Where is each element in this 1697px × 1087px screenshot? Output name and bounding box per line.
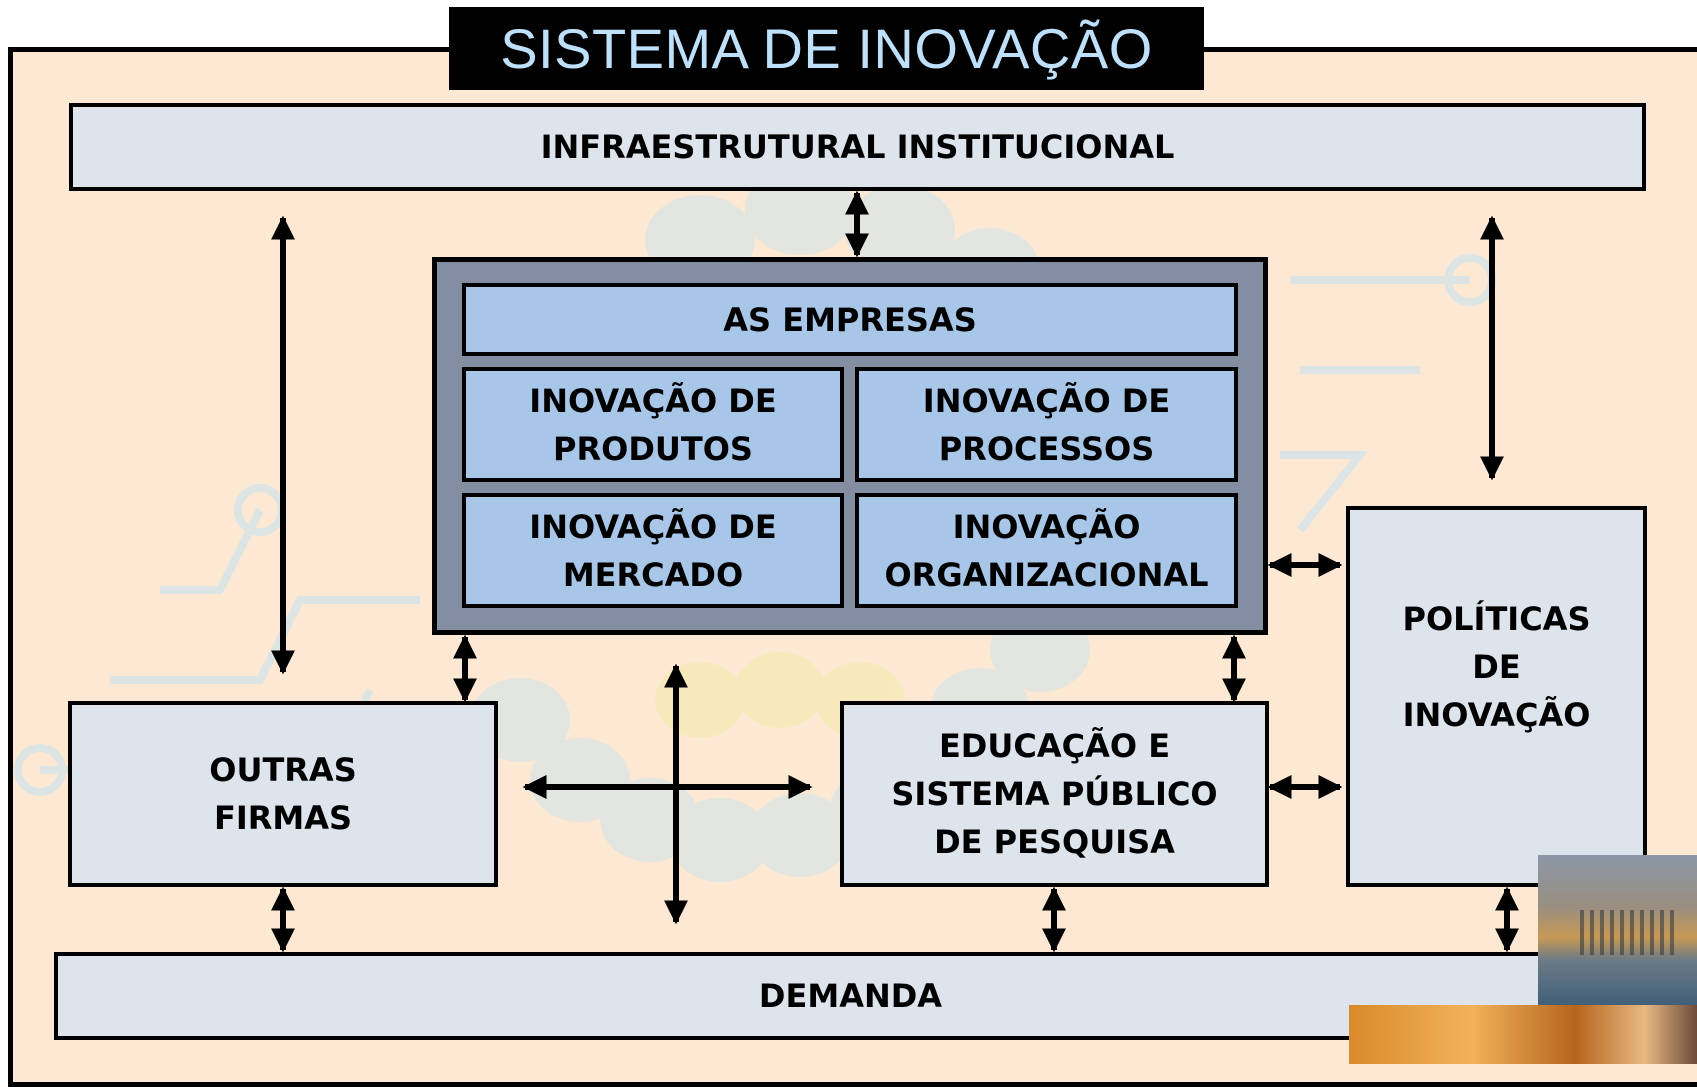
- as-empresas-box: AS EMPRESAS: [462, 283, 1238, 356]
- inovacao-produtos-box: INOVAÇÃO DE PRODUTOS: [462, 367, 844, 482]
- politicas-inovacao-box: POLÍTICAS DE INOVAÇÃO: [1346, 506, 1647, 887]
- laboratory-photo: [1349, 1005, 1697, 1064]
- outras-firmas-box: OUTRAS FIRMAS: [68, 701, 498, 887]
- infraestrutural-institucional-box: INFRAESTRUTURAL INSTITUCIONAL: [69, 103, 1646, 191]
- inovacao-mercado-box: INOVAÇÃO DE MERCADO: [462, 493, 844, 608]
- diagram-title: SISTEMA DE INOVAÇÃO: [449, 7, 1204, 90]
- inovacao-processos-box: INOVAÇÃO DE PROCESSOS: [855, 367, 1238, 482]
- educacao-pesquisa-box: EDUCAÇÃO E SISTEMA PÚBLICO DE PESQUISA: [840, 701, 1269, 887]
- arrows-layer: [271, 190, 1519, 953]
- offshore-platform-photo: [1538, 855, 1697, 1005]
- inovacao-organizacional-box: INOVAÇÃO ORGANIZACIONAL: [855, 493, 1238, 608]
